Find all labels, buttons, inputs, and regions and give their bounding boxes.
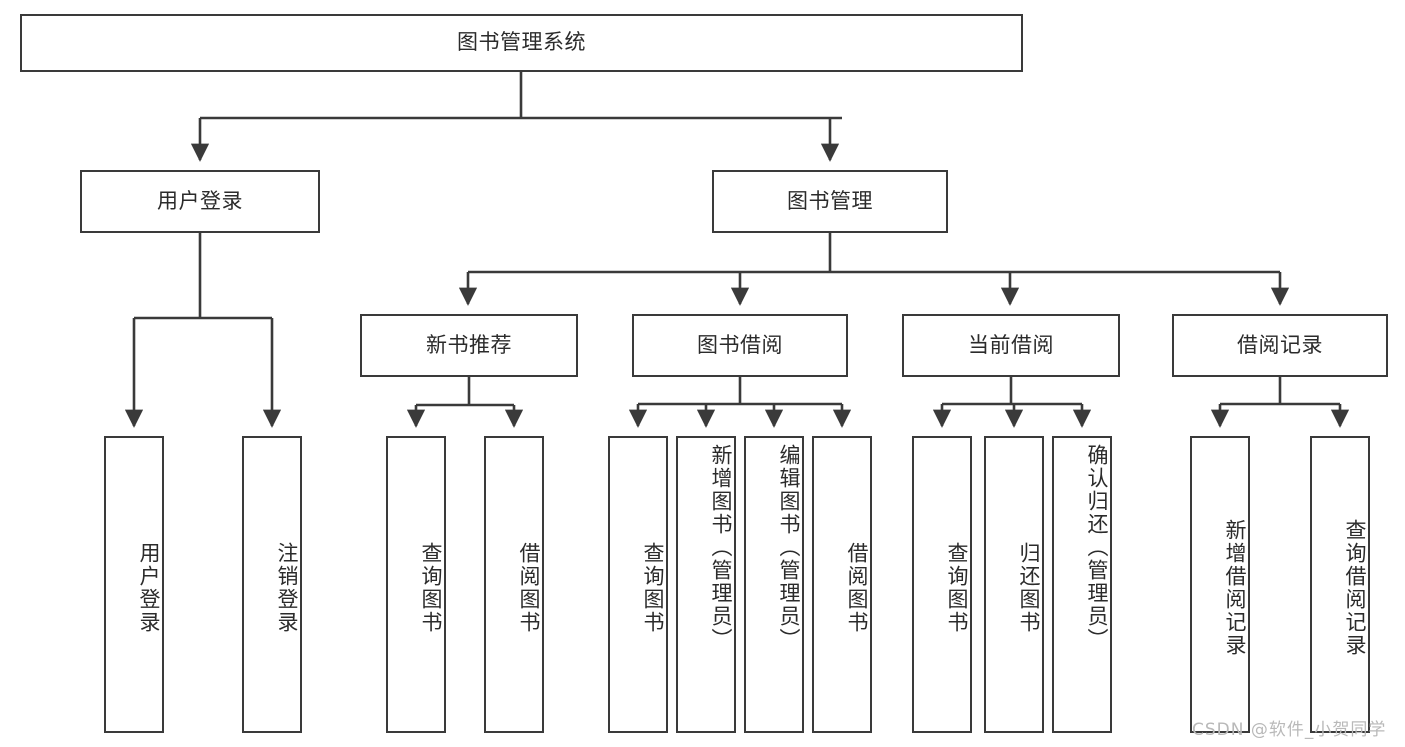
leaf-node[interactable]: 归还图书 [984,436,1044,733]
leaf-node[interactable]: 查询借阅记录 [1310,436,1370,733]
leaf-node[interactable]: 查询图书 [608,436,668,733]
leaf-node[interactable]: 借阅图书 [812,436,872,733]
node-user-login[interactable]: 用户登录 [80,170,320,233]
node-borrow-record[interactable]: 借阅记录 [1172,314,1388,377]
node-book-borrow[interactable]: 图书借阅 [632,314,848,377]
leaf-node[interactable]: 注销登录 [242,436,302,733]
node-book-management[interactable]: 图书管理 [712,170,948,233]
leaf-node[interactable]: 新增借阅记录 [1190,436,1250,733]
node-root[interactable]: 图书管理系统 [20,14,1023,72]
leaf-node[interactable]: 用户登录 [104,436,164,733]
node-current-borrow[interactable]: 当前借阅 [902,314,1120,377]
csdn-watermark: CSDN @软件_小贺同学 [1192,720,1387,740]
leaf-node[interactable]: 编辑图书（管理员） [744,436,804,733]
leaf-node[interactable]: 借阅图书 [484,436,544,733]
leaf-node[interactable]: 查询图书 [386,436,446,733]
leaf-node[interactable]: 新增图书（管理员） [676,436,736,733]
leaf-node[interactable]: 查询图书 [912,436,972,733]
leaf-node[interactable]: 确认归还（管理员） [1052,436,1112,733]
node-new-book-recommend[interactable]: 新书推荐 [360,314,578,377]
